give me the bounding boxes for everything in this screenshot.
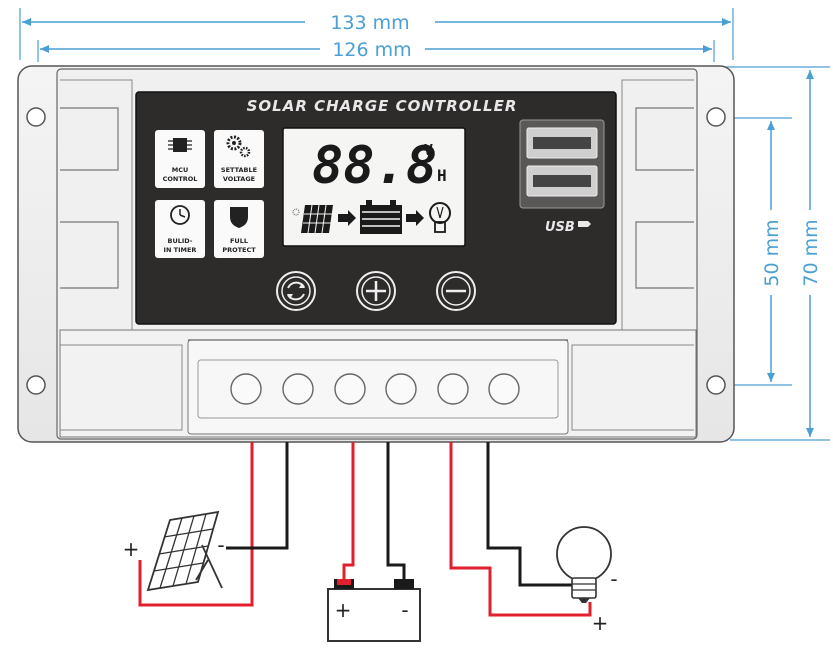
mounting-hole [26, 375, 46, 395]
mounting-hole [706, 375, 726, 395]
lcd-unit-h: H [437, 166, 447, 185]
dimension-lines: 133 mm 126 mm 50 mm 70 mm [19, 8, 830, 441]
plus-button[interactable] [356, 271, 396, 311]
lcd-battery-icon [360, 200, 402, 234]
arrow-icon [338, 210, 356, 226]
feature-badge-voltage: SETTABLE VOLTAGE [214, 130, 264, 188]
arrow-icon [406, 210, 424, 226]
minus-button[interactable] [436, 271, 476, 311]
battery-plus-sign: + [335, 598, 352, 622]
badge-line1: MCU [172, 166, 189, 174]
battery-positive-wire [342, 442, 355, 580]
badge-line2: VOLTAGE [223, 175, 255, 183]
panel-negative-wire [226, 442, 289, 550]
load-plus-sign: + [592, 611, 609, 635]
gears-icon [226, 135, 251, 158]
mounting-hole [706, 107, 726, 127]
panel-positive-wire [138, 442, 254, 607]
terminal-screw[interactable] [334, 373, 366, 405]
overall-height-label: 70 mm [800, 219, 822, 286]
overall-width-label: 133 mm [330, 12, 409, 34]
terminal-screw[interactable] [282, 373, 314, 405]
lcd-digits: 88.8 [312, 136, 437, 196]
lcd-panel-icon [292, 204, 333, 234]
plus-icon [366, 281, 386, 301]
battery-minus-sign: - [401, 598, 408, 622]
usb-plug-icon [578, 221, 591, 227]
load-minus-sign: - [610, 567, 617, 591]
panel-plus-sign: + [123, 537, 140, 561]
inner-height-label: 50 mm [761, 219, 783, 286]
lcd-bulb-icon [429, 202, 451, 233]
terminal-screw[interactable] [230, 373, 262, 405]
badge-line2: IN TIMER [164, 246, 197, 254]
wiring [138, 442, 592, 617]
panel-minus-sign: - [217, 533, 224, 557]
lcd-unit-v: V [424, 141, 433, 159]
clock-icon [170, 205, 190, 225]
battery-icon [327, 579, 421, 642]
inner-width-label: 126 mm [332, 39, 411, 61]
feature-badge-mcu: MCU CONTROL [155, 130, 205, 188]
load-negative-wire [486, 442, 575, 587]
mounting-hole [26, 107, 46, 127]
terminal-screw[interactable] [488, 373, 520, 405]
usb-ports: USB [519, 119, 605, 235]
light-bulb-icon [556, 526, 612, 603]
lcd-display: 88.8 V H [282, 127, 466, 247]
badge-line2: CONTROL [163, 175, 198, 183]
chip-icon [168, 138, 192, 152]
solar-panel-icon [146, 510, 223, 592]
cycle-button[interactable] [276, 271, 316, 311]
battery-negative-wire [386, 442, 406, 580]
usb-label: USB [545, 220, 575, 235]
badge-line1: SETTABLE [221, 166, 257, 174]
badge-line1: BULID- [167, 237, 192, 245]
feature-badge-protect: FULL PROTECT [214, 200, 264, 258]
badge-line2: PROTECT [222, 246, 256, 254]
shield-icon [230, 207, 248, 228]
terminal-block [230, 373, 520, 405]
terminal-screw[interactable] [385, 373, 417, 405]
feature-badge-timer: BULID- IN TIMER [155, 200, 205, 258]
faceplate: SOLAR CHARGE CONTROLLER MCU CONTROL SETT… [135, 91, 617, 325]
badge-line1: FULL [230, 237, 248, 245]
load-positive-wire [449, 442, 592, 617]
terminal-screw[interactable] [437, 373, 469, 405]
controller-title: SOLAR CHARGE CONTROLLER [247, 97, 518, 115]
